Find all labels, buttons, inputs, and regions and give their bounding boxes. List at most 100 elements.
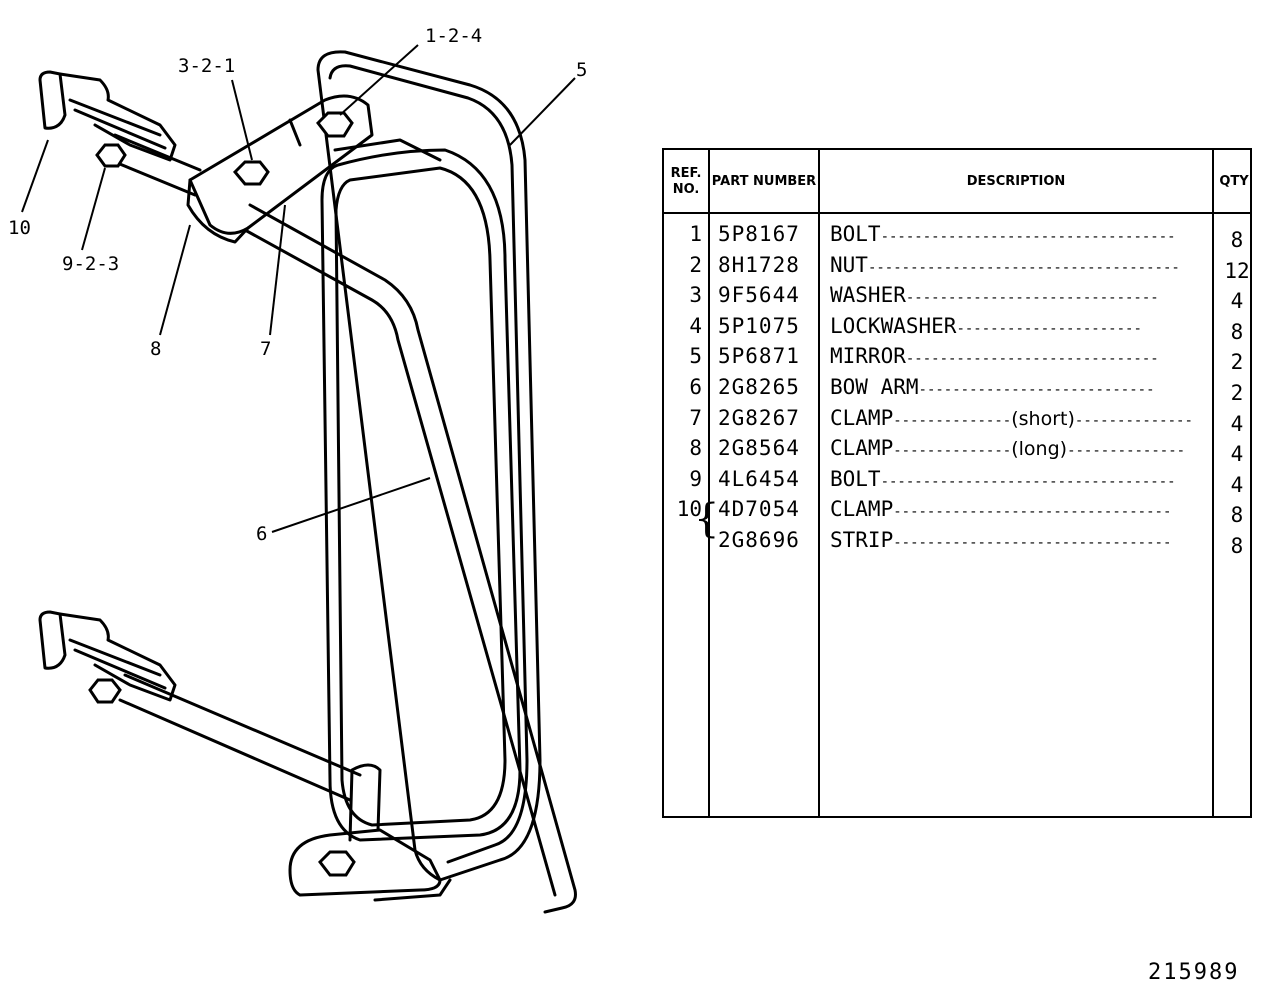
row-qty: 2 — [1230, 381, 1244, 405]
row-description-text: BOLT — [830, 222, 881, 246]
leader-dashes: -------------- — [893, 443, 1012, 460]
leader-dashes: ------------------------------ — [905, 290, 1159, 307]
leader-dashes: ----------------------------------- — [880, 229, 1176, 245]
row-part-number: 4D7054 — [718, 497, 800, 522]
header-part-number: PART NUMBER — [711, 174, 817, 189]
row-qty: 4 — [1230, 442, 1244, 467]
callout-7: 7 — [260, 338, 271, 360]
row-qty: 4 — [1230, 411, 1244, 436]
group-brace: { — [694, 496, 720, 543]
mirror-assembly-illustration: 1-2-4 3-2-1 5 10 9-2-3 8 7 6 — [8, 25, 587, 914]
row-description: BOW ARM---------------------------- — [830, 375, 1155, 399]
row-part-number: 9F5644 — [718, 283, 800, 308]
row-description-text: STRIP — [830, 528, 894, 552]
upper-clamp — [38, 70, 67, 130]
leader-dashes: ------------------------------ — [905, 351, 1159, 368]
row-part-number: 8H1728 — [718, 252, 800, 277]
row-description-text: CLAMP — [830, 497, 894, 522]
row-qty: 4 — [1230, 472, 1244, 497]
callout-9-2-3: 9-2-3 — [62, 253, 119, 275]
row-ref-no: 10 — [676, 497, 702, 522]
leader-dashes: -------------- — [1067, 443, 1186, 460]
table-row: 1 5P8167 BOLT-----------------------------… — [664, 220, 1250, 252]
row-description-text: LOCKWASHER — [830, 313, 957, 338]
table-row: 9 4L6454 BOLT-----------------------------… — [664, 465, 1250, 497]
row-ref-no: 6 — [689, 375, 702, 399]
callout-6: 6 — [256, 523, 267, 545]
table-row: 6 2G8265 BOW ARM--------------------------… — [664, 373, 1250, 405]
table-row: 3 9F5644 WASHER---------------------------… — [664, 281, 1250, 314]
leader-dashes: --------------------------------- — [893, 504, 1172, 521]
leader-dashes: ---------------------------- — [918, 382, 1155, 398]
callout-10: 10 — [8, 217, 31, 239]
row-qty: 12 — [1224, 258, 1250, 283]
table-row: 2G8696 STRIP-----------------------------… — [664, 526, 1250, 558]
row-description: CLAMP--------------------------------- — [830, 497, 1171, 521]
leader-dashes: -------------- — [1074, 412, 1193, 429]
table-row: 8 2G8564 CLAMP--------------(long)--------… — [664, 434, 1250, 467]
row-ref-no: 3 — [689, 283, 702, 308]
row-description: NUT------------------------------------- — [830, 253, 1180, 277]
row-description-note: (long) — [1011, 438, 1068, 461]
row-description-text: MIRROR — [830, 344, 906, 369]
row-qty: 8 — [1230, 534, 1244, 558]
row-part-number: 2G8564 — [718, 436, 800, 461]
row-part-number: 2G8267 — [718, 405, 800, 430]
bolt-clamp-upper — [95, 143, 127, 168]
row-ref-no: 8 — [689, 436, 702, 461]
bow-arm — [248, 203, 577, 914]
row-description-text: CLAMP — [830, 405, 894, 430]
row-description-text: WASHER — [830, 283, 906, 308]
bolt-clamp-lower — [88, 678, 122, 704]
leader-dashes: ----------------------------------- — [880, 473, 1176, 490]
lower-bracket — [288, 828, 442, 897]
drawing-number: 215989 — [1148, 960, 1240, 985]
row-qty: 8 — [1230, 503, 1244, 528]
upper-bracket — [188, 94, 374, 235]
row-description-text: NUT — [830, 252, 868, 277]
header-ref-no: REF. NO. — [670, 166, 702, 197]
row-description: STRIP--------------------------------- — [830, 528, 1171, 552]
row-qty: 2 — [1230, 350, 1244, 375]
header-description: DESCRIPTION — [966, 174, 1066, 189]
row-part-number: 2G8696 — [718, 528, 800, 552]
row-description: BOLT----------------------------------- — [830, 467, 1176, 491]
row-part-number: 5P1075 — [718, 313, 800, 338]
leader-dashes: ---------------------- — [956, 320, 1142, 337]
bolt-lower-bracket — [318, 850, 356, 877]
row-qty: 8 — [1230, 319, 1244, 344]
parts-list-table: REF. NO. PART NUMBER DESCRIPTION QTY 1 5P… — [662, 148, 1252, 818]
callout-8: 8 — [150, 338, 161, 360]
bolt-upper-left — [232, 160, 270, 186]
upper-tube — [108, 133, 202, 197]
row-description: MIRROR------------------------------ — [830, 344, 1159, 368]
row-description-text: BOW ARM — [830, 375, 919, 399]
header-qty: QTY — [1219, 174, 1249, 189]
lower-tube — [118, 673, 362, 802]
mirror-glass-inner — [334, 166, 507, 827]
row-ref-no: 4 — [689, 313, 702, 338]
callout-3-2-1: 3-2-1 — [178, 55, 235, 77]
row-ref-no: 7 — [689, 405, 702, 430]
row-ref-no: 9 — [689, 466, 702, 491]
row-description: LOCKWASHER---------------------- — [830, 314, 1142, 338]
row-part-number: 4L6454 — [718, 466, 800, 491]
mirror-frame — [316, 50, 542, 882]
callout-1-2-4: 1-2-4 — [425, 25, 482, 47]
callout-5: 5 — [576, 59, 587, 81]
row-part-number: 5P6871 — [718, 344, 800, 369]
row-part-number: 2G8265 — [718, 375, 800, 399]
row-description: BOLT----------------------------------- — [830, 222, 1176, 246]
row-part-number: 5P8167 — [718, 222, 800, 246]
row-ref-no: 1 — [689, 222, 702, 246]
row-description: CLAMP--------------(long)-------------- — [830, 436, 1185, 460]
row-description-text: BOLT — [830, 466, 881, 491]
row-qty: 4 — [1230, 289, 1244, 314]
table-row: 10 4D7054 CLAMP---------------------------… — [664, 495, 1250, 528]
leader-dashes: --------------------------------- — [893, 535, 1172, 551]
leader-dashes: ------------------------------------- — [867, 259, 1180, 276]
mirror-glass — [320, 148, 522, 842]
